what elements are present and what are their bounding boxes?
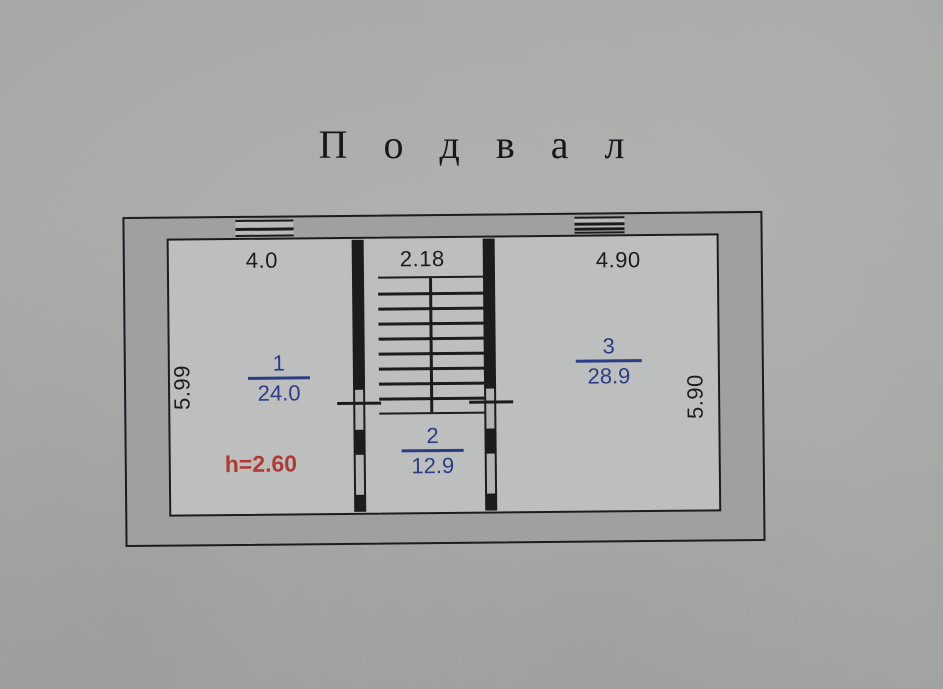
- page-title: П о д в а л: [318, 122, 638, 167]
- stair-step: [379, 396, 486, 401]
- dimension-stairwell-width: 2.18: [399, 245, 445, 272]
- stair-center-divider: [429, 278, 433, 413]
- stair-step: [378, 306, 485, 311]
- doorway-opening-left: [355, 389, 364, 430]
- window-pane-line: [574, 222, 625, 226]
- room-tag-divider: [575, 359, 642, 363]
- room-area: 28.9: [587, 363, 631, 389]
- stair-step: [379, 381, 486, 386]
- dimension-room3-width: 4.90: [595, 247, 641, 273]
- room-number: 1: [272, 350, 286, 376]
- stair-step: [378, 351, 485, 356]
- window-pane-line: [235, 227, 294, 231]
- room-tag-divider: [401, 449, 464, 453]
- stair-step: [378, 291, 485, 296]
- doorway-opening-left-lower: [355, 454, 365, 495]
- room-number: 3: [602, 333, 615, 359]
- door-marker-left: [337, 401, 382, 406]
- stair-step: [378, 336, 485, 341]
- room-tag-divider: [247, 376, 310, 380]
- dimension-room1-height: 5.99: [169, 364, 195, 411]
- stair-step: [378, 321, 485, 326]
- window-room-1: [235, 219, 294, 237]
- room-area: 12.9: [411, 452, 455, 479]
- room-label-1: 1 24.0: [243, 350, 316, 406]
- basement-floor-plan: 4.0 2.18 4.90 5.99 5.90 1 24.0 2 12.9 3 …: [122, 210, 766, 553]
- window-pane-line: [574, 227, 625, 231]
- doorway-opening-right-lower: [486, 453, 496, 494]
- dimension-room1-width: 4.0: [245, 247, 279, 273]
- room-number: 2: [426, 423, 439, 449]
- room-area: 24.0: [257, 380, 301, 406]
- stair-step: [378, 366, 485, 371]
- ceiling-height-note: h=2.60: [224, 450, 298, 478]
- room-label-3: 3 28.9: [572, 333, 647, 389]
- dimension-room3-height: 5.90: [682, 374, 708, 420]
- window-room-3: [574, 216, 625, 234]
- doorway-opening-right: [486, 388, 495, 429]
- stair-flight: [377, 275, 486, 415]
- room-label-2: 2 12.9: [396, 423, 469, 479]
